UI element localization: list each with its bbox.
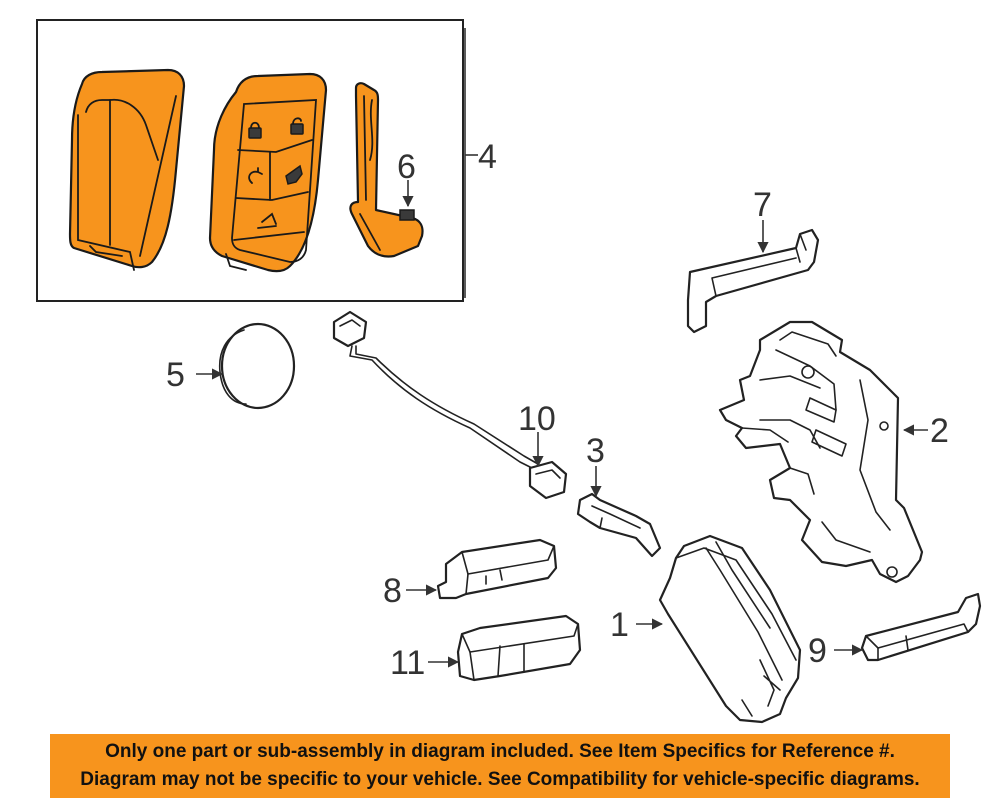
battery-coin-cell bbox=[218, 322, 296, 410]
emergency-key-blade bbox=[349, 82, 424, 258]
callout-10: 10 bbox=[518, 400, 556, 438]
antenna-module-lower bbox=[456, 614, 582, 682]
callout-6: 6 bbox=[397, 148, 416, 186]
antenna-module-upper bbox=[686, 228, 820, 334]
callout-11: 11 bbox=[390, 644, 425, 682]
disclaimer-banner: Only one part or sub-assembly in diagram… bbox=[50, 734, 950, 798]
callout-1: 1 bbox=[610, 606, 629, 644]
disclaimer-line-1: Only one part or sub-assembly in diagram… bbox=[105, 741, 895, 762]
keyless-control-module bbox=[658, 534, 802, 724]
callout-9: 9 bbox=[808, 632, 827, 670]
callout-5: 5 bbox=[166, 356, 185, 394]
key-fob-inset-box bbox=[36, 19, 464, 302]
fob-front-shell bbox=[208, 72, 328, 273]
antenna-wire-harness bbox=[332, 310, 568, 500]
callout-3: 3 bbox=[586, 432, 605, 470]
mounting-bracket bbox=[718, 320, 924, 584]
leader-lines bbox=[196, 28, 928, 668]
antenna-module-right bbox=[860, 592, 982, 662]
callout-8: 8 bbox=[383, 572, 402, 610]
callout-4: 4 bbox=[478, 138, 497, 176]
disclaimer-line-2: Diagram may not be specific to your vehi… bbox=[80, 769, 920, 790]
callout-2: 2 bbox=[930, 412, 949, 450]
sensor-switch bbox=[576, 492, 662, 558]
fob-back-cover bbox=[68, 68, 186, 271]
callout-7: 7 bbox=[753, 186, 772, 224]
antenna-module-lower-left bbox=[436, 538, 558, 600]
